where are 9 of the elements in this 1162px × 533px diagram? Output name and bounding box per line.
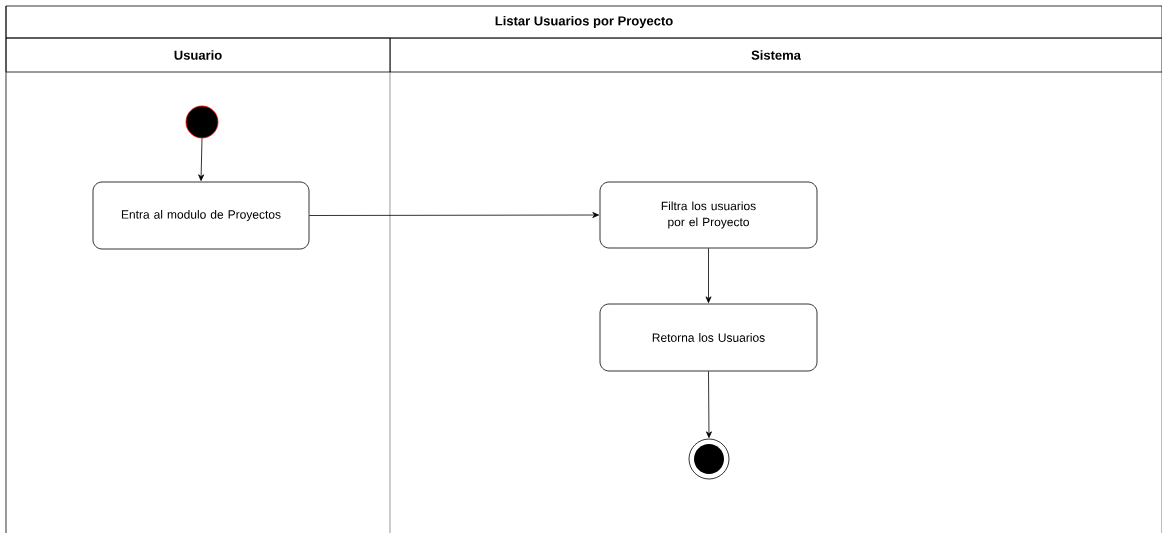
arrow — [705, 248, 712, 303]
action-box: Entra al modulo de Proyectos — [92, 181, 310, 250]
action-box: Filtra los usuarios por el Proyecto — [599, 181, 818, 249]
end-node — [688, 438, 730, 480]
action-box: Retorna los Usuarios — [599, 303, 818, 372]
arrow — [706, 371, 712, 438]
start-node — [185, 105, 219, 139]
arrow — [198, 138, 205, 181]
arrow — [309, 212, 599, 218]
